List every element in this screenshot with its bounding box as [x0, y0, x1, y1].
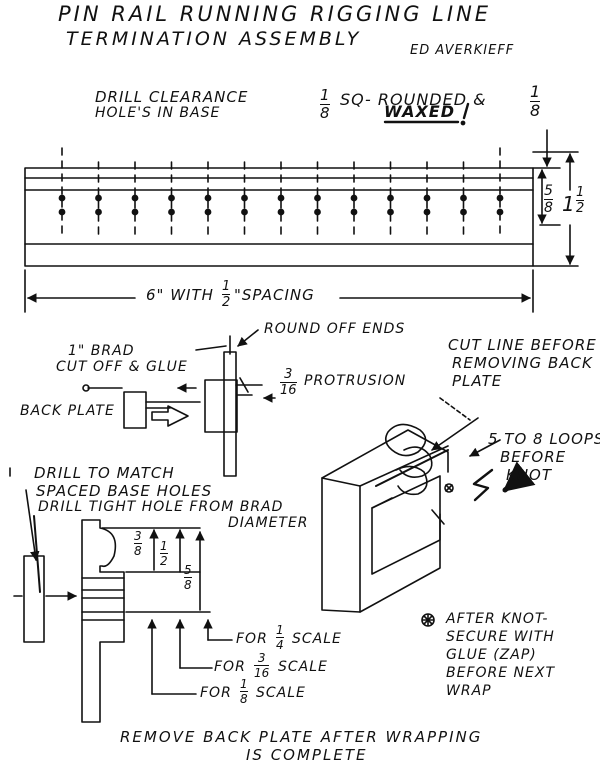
pin-rail-front-view: [24, 102, 579, 313]
author: ED AVERKIEFF: [410, 43, 515, 58]
after-knot-note-4: BEFORE NEXT: [446, 665, 556, 681]
round-off-label: ROUND OFF ENDS: [264, 321, 406, 337]
after-knot-note-1: AFTER KNOT-: [446, 611, 549, 627]
isometric-wrap-view: [321, 397, 536, 613]
pin-hole: [58, 194, 66, 202]
waxed-label: WAXED: [384, 102, 456, 121]
drill-clearance-note-1: DRILL CLEARANCE: [95, 88, 249, 106]
scale-2-label-a: FOR: [214, 659, 246, 675]
pin-hole: [387, 194, 394, 202]
scale-3-label-b: SCALE: [256, 685, 306, 701]
cut-line-label-1: CUT LINE BEFORE: [448, 336, 597, 354]
pin-hole: [387, 208, 394, 216]
loops-label-3: KNOT: [506, 466, 553, 484]
protrusion-label: PROTRUSION: [304, 373, 407, 389]
pin-hole: [168, 194, 175, 202]
scale-3-label-a: FOR: [200, 685, 232, 701]
pin-hole: [496, 194, 504, 202]
drill-match-label-2: SPACED BASE HOLES: [36, 482, 213, 500]
pin-hole: [95, 208, 102, 216]
pin-hole: [277, 208, 285, 216]
cut-line-label-3: PLATE: [452, 372, 503, 390]
pin-hole: [131, 194, 139, 202]
pin-hole: [241, 208, 248, 216]
pin-hole: [460, 194, 467, 202]
drill-match-label-3: DRILL TIGHT HOLE FROM BRAD: [38, 499, 284, 515]
after-knot-note-2: SECURE WITH: [446, 629, 555, 645]
total-dim-whole: 1: [562, 192, 576, 216]
pin-hole: [314, 194, 321, 202]
pin-hole: [241, 194, 248, 202]
pin-hole: [131, 208, 139, 216]
pin-size-text: SQ- ROUNDED &: [340, 90, 487, 109]
brad-label-2: CUT OFF & GLUE: [56, 359, 188, 375]
title-line-1: PIN RAIL RUNNING RIGGING LINE: [58, 2, 492, 26]
scale-2-label-b: SCALE: [278, 659, 328, 675]
pin-hole: [350, 194, 358, 202]
footer-line-2: IS COMPLETE: [246, 746, 368, 764]
pin-row: [58, 147, 504, 237]
pin-hole: [95, 194, 102, 202]
pin-hole: [423, 194, 431, 202]
pin-hole: [496, 208, 504, 216]
drill-match-label-4: DIAMETER: [228, 515, 309, 531]
pin-hole: [350, 208, 358, 216]
back-plate-assembly: [82, 329, 276, 477]
cut-line-label-2: REMOVING BACK: [452, 354, 593, 372]
back-plate-label: BACK PLATE: [20, 403, 115, 419]
title-line-2: TERMINATION ASSEMBLY: [66, 28, 362, 50]
scale-1-label-a: FOR: [236, 631, 268, 647]
brad-label-1: 1" BRAD: [68, 343, 135, 359]
pin-hole: [58, 208, 66, 216]
after-knot-note-5: WRAP: [446, 683, 492, 699]
pin-section-view: [9, 467, 435, 723]
drill-clearance-note-2: HOLE'S IN BASE: [95, 105, 221, 121]
footer-line-1: REMOVE BACK PLATE AFTER WRAPPING: [120, 728, 483, 746]
spacing-label-b: "SPACING: [234, 286, 315, 304]
loops-label-2: BEFORE: [500, 448, 567, 466]
after-knot-note-3: GLUE (ZAP): [446, 647, 537, 663]
pin-hole: [168, 208, 175, 216]
pin-hole: [460, 208, 467, 216]
scale-1-label-b: SCALE: [292, 631, 342, 647]
pin-hole: [204, 208, 212, 216]
pin-hole: [314, 208, 321, 216]
drill-match-label-1: DRILL TO MATCH: [34, 464, 175, 482]
loops-label-1: 5 TO 8 LOOPS: [488, 430, 600, 448]
pin-hole: [204, 194, 212, 202]
pin-hole: [277, 194, 285, 202]
spacing-label-a: 6" WITH: [146, 286, 214, 304]
pin-hole: [423, 208, 431, 216]
